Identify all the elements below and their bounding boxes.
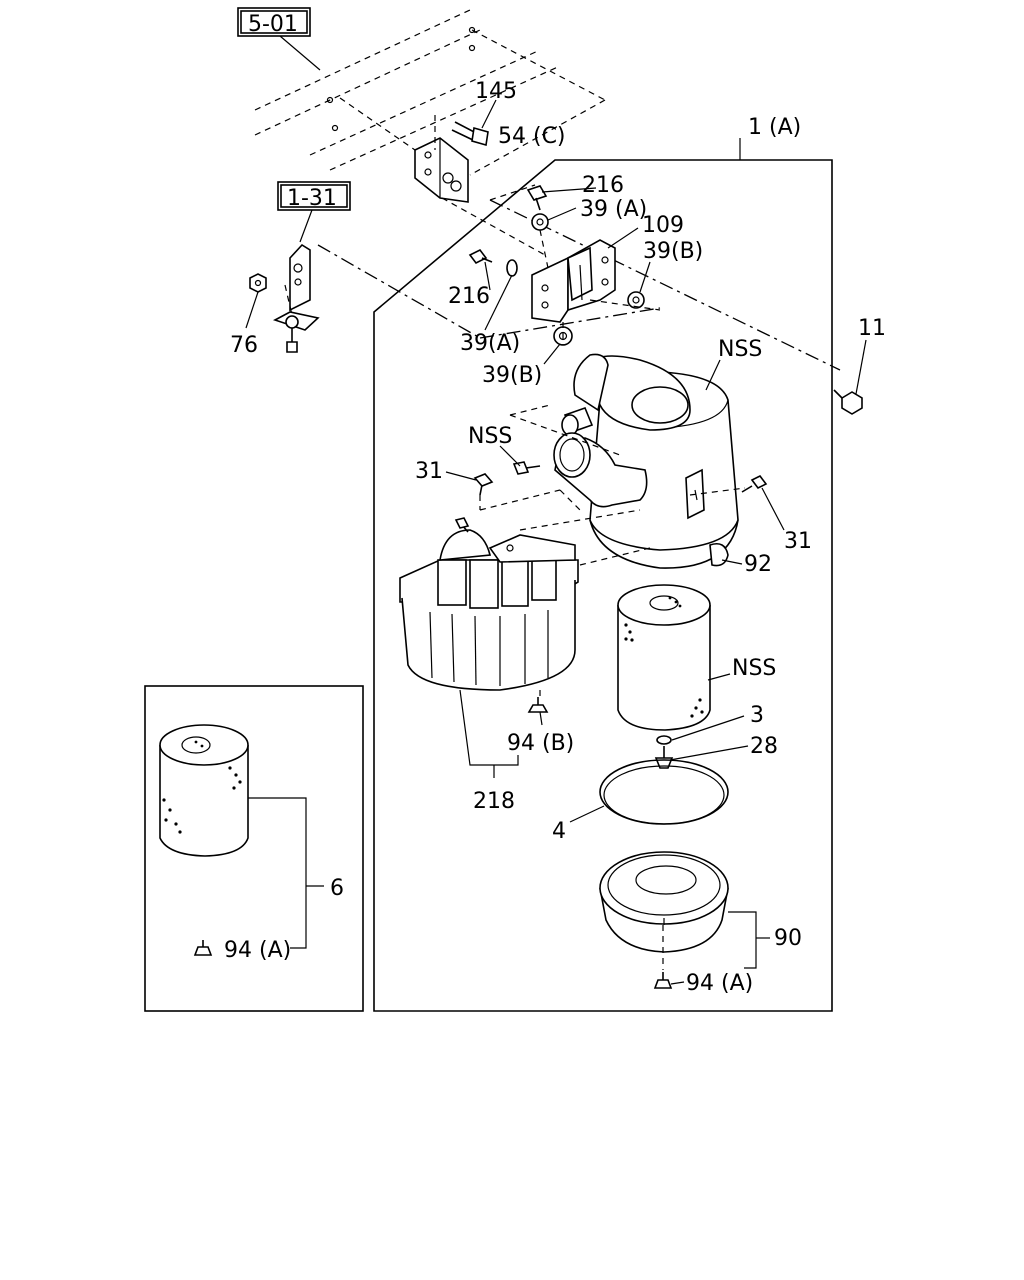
ref-box-1-31[interactable]: 1-31 <box>277 181 351 211</box>
callout-6: 6 <box>330 876 344 901</box>
inlet-elbow <box>553 432 648 508</box>
frame-rail <box>254 9 561 171</box>
bolt-nss <box>512 461 541 475</box>
pre-cleaner-218 <box>399 517 579 691</box>
filter-element <box>617 584 711 731</box>
nut-94b <box>527 697 549 713</box>
callout-nss-element: NSS <box>732 656 776 681</box>
washer-39a-top <box>531 213 549 231</box>
upper-bracket <box>414 137 469 203</box>
callout-94a-main: 94 (A) <box>686 971 753 996</box>
callout-145: 145 <box>475 79 517 104</box>
gasket-4 <box>599 759 729 825</box>
callout-92: 92 <box>744 552 772 577</box>
nut-94a-inset <box>193 940 213 956</box>
callout-nss-elbow: NSS <box>468 424 512 449</box>
callout-216-top: 216 <box>582 173 624 198</box>
callout-4: 4 <box>552 819 566 844</box>
callout-109: 109 <box>642 213 684 238</box>
air-cleaner-housing <box>561 353 739 569</box>
callout-31-right: 31 <box>784 529 812 554</box>
filter-cartridge-6 <box>159 724 249 857</box>
callout-94a-inset: 94 (A) <box>224 938 291 963</box>
washer-39a-mid <box>506 259 518 277</box>
callout-39b-right: 39(B) <box>643 239 703 264</box>
ref-box-5-01[interactable]: 5-01 <box>237 7 311 37</box>
bolt-145 <box>451 121 489 147</box>
callout-216-mid: 216 <box>448 284 490 309</box>
callout-39a-top: 39 (A) <box>580 197 647 222</box>
callout-54c: 54 (C) <box>498 124 566 149</box>
bolt-216-top <box>526 185 548 211</box>
clamp-92 <box>709 542 729 567</box>
bolt-11 <box>833 389 863 415</box>
callout-90: 90 <box>774 926 802 951</box>
bolt-216-mid <box>468 248 493 265</box>
nut-94a-main <box>653 972 673 989</box>
ref-label-5-01: 5-01 <box>248 12 298 37</box>
ref-label-1-31: 1-31 <box>287 186 337 211</box>
mounting-bracket-109 <box>531 239 616 323</box>
callout-39b-mid: 39(B) <box>482 363 542 388</box>
bolt-31-left <box>473 473 494 496</box>
callout-nss-housing: NSS <box>718 337 762 362</box>
callout-28: 28 <box>750 734 778 759</box>
washer-3 <box>656 735 672 745</box>
wing-nut-28 <box>654 746 674 769</box>
callout-labels: 145 54 (C) 1 (A) 216 39 (A) 109 39(B) 21… <box>224 79 886 996</box>
callout-94b: 94 (B) <box>507 731 574 756</box>
callout-11: 11 <box>858 316 886 341</box>
inset-box <box>144 685 364 1012</box>
callout-31-left: 31 <box>415 459 443 484</box>
main-assembly-frame <box>373 159 833 1012</box>
callout-76: 76 <box>230 333 258 358</box>
cover-90 <box>599 851 729 953</box>
callout-3: 3 <box>750 703 764 728</box>
bolt-31-right <box>741 474 768 493</box>
leader-lines <box>248 99 867 985</box>
callout-218: 218 <box>473 789 515 814</box>
washer-39b-right <box>627 291 645 309</box>
callout-39a-mid: 39(A) <box>460 331 520 356</box>
left-bracket <box>272 243 320 353</box>
callout-1a: 1 (A) <box>748 115 801 140</box>
nut-76 <box>249 273 267 293</box>
